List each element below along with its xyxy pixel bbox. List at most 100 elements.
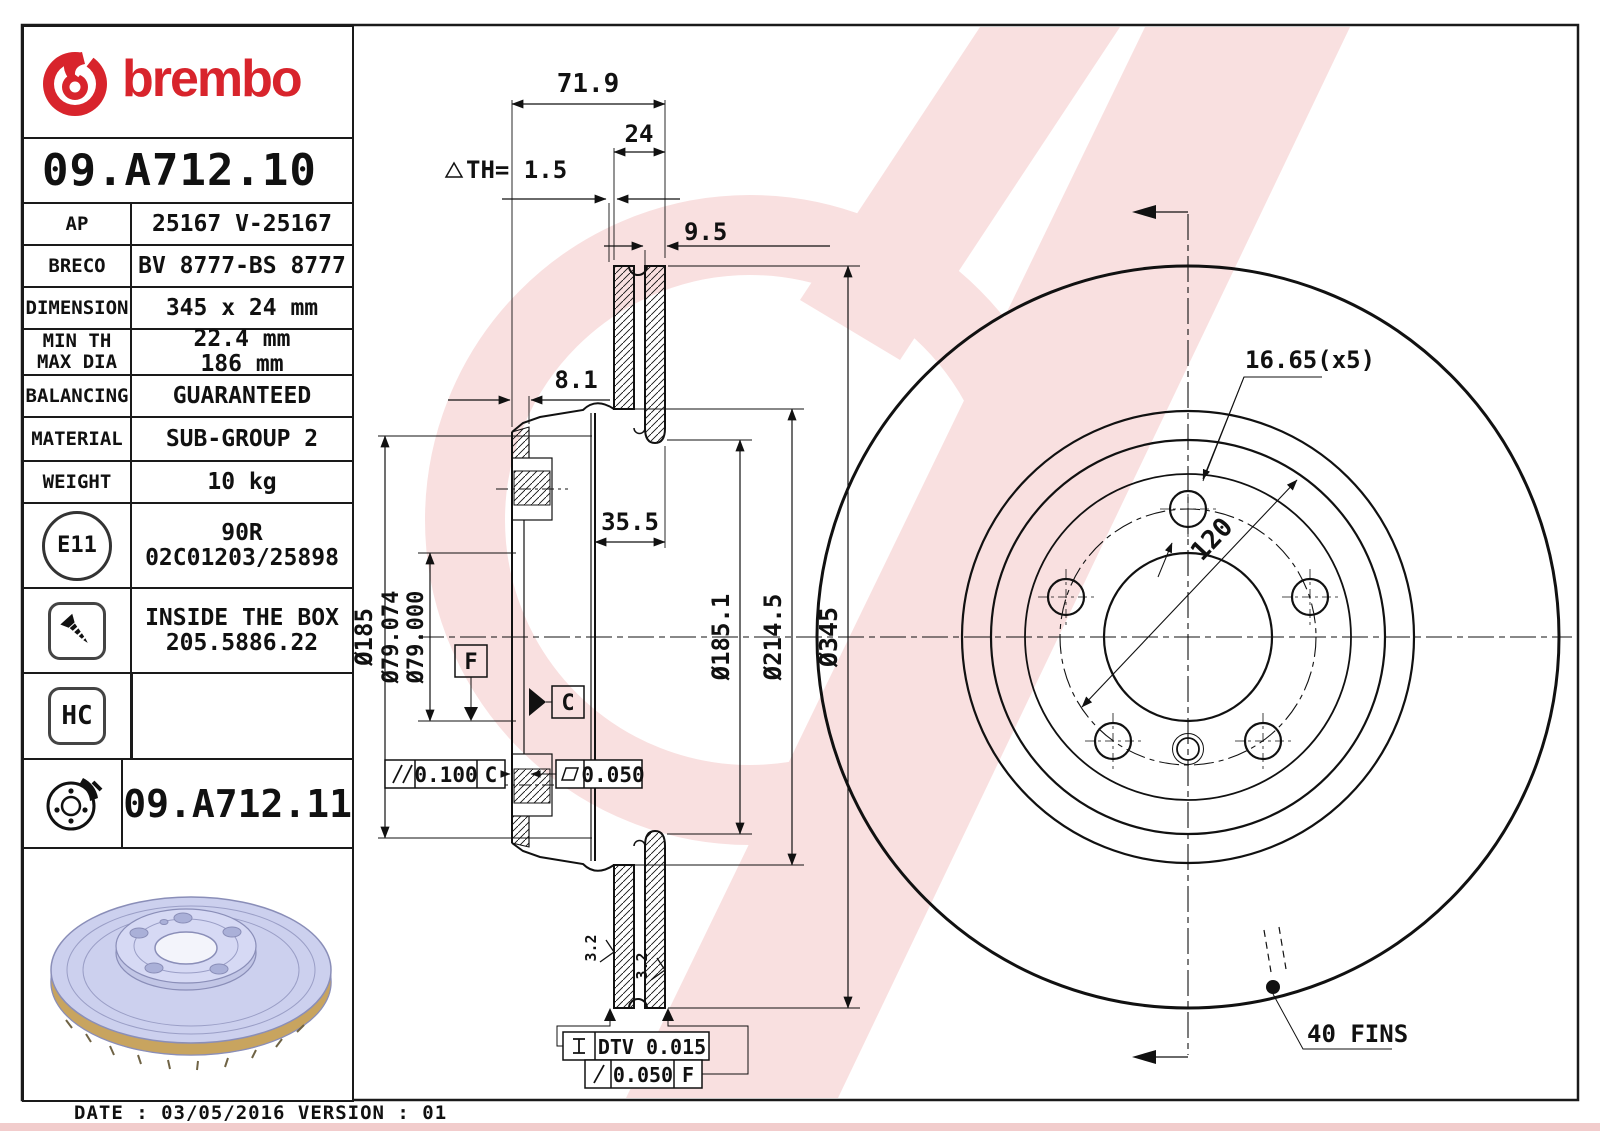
e11-badge-icon: E11	[42, 510, 112, 581]
band-top-od-notch	[628, 265, 648, 276]
bolt-circle-dim	[1081, 479, 1298, 708]
disc-caliper-icon	[46, 777, 103, 830]
label-band-offset: 35.5	[601, 508, 659, 536]
brembo-watermark	[425, 27, 1350, 1098]
dim-band-offset	[594, 446, 666, 548]
inside-box-line1: INSIDE THE BOX	[145, 604, 339, 631]
dim-plate-thickness	[604, 241, 830, 268]
row-label: MAX DIA	[36, 351, 118, 373]
band-top-right-plate	[644, 265, 666, 445]
brand-wordmark: brembo	[122, 50, 303, 108]
dim-band-thickness	[613, 147, 666, 260]
label-bore-upper: Ø79.074	[379, 591, 404, 685]
row-value: 25167 V-25167	[151, 210, 332, 237]
row-label: BALANCING	[24, 376, 132, 416]
spec-table: brembo 09.A712.10 AP 25167 V-25167 BRECO…	[22, 25, 354, 1102]
label-bolt-holes: 16.65(x5)	[1245, 346, 1375, 374]
hc-badge-icon: HC	[48, 687, 106, 745]
table-row: DIMENSION 345 x 24 mm	[24, 286, 352, 328]
label-parallelism-datum: C	[485, 763, 498, 787]
label-bolt-circle: 120	[1185, 512, 1239, 567]
inside-box-line2: 205.5886.22	[165, 629, 319, 656]
cross-section-view	[378, 99, 1572, 1089]
label-vane-root: Ø214.5	[759, 594, 787, 682]
section-arrow-top	[1132, 205, 1188, 219]
datum-f-flag	[454, 644, 488, 721]
band-top-left-plate	[613, 265, 635, 410]
band-inner-circle	[989, 438, 1387, 836]
flatness-frame	[530, 759, 643, 789]
label-roughness-right: 3.2	[633, 952, 651, 979]
render-row	[24, 847, 352, 1100]
bolt-boss-top	[513, 470, 551, 506]
parallelism-frame	[384, 759, 511, 789]
label-flange-thickness: 8.1	[554, 366, 597, 394]
screw-icon	[48, 601, 106, 660]
label-runout: 0.050	[613, 1063, 673, 1087]
label-th: TH= 1.5	[466, 156, 567, 184]
row-label: AP	[24, 204, 132, 244]
hat-bottom-face	[511, 842, 615, 872]
flange-wedge-top	[511, 426, 530, 459]
label-parallelism: 0.100	[414, 763, 477, 787]
band-bottom-left-plate	[613, 864, 635, 1009]
dtv-runout-frames	[556, 1008, 749, 1089]
part-number: 09.A712.10	[42, 145, 317, 196]
roughness-symbols	[599, 939, 666, 981]
label-hat-diameter: Ø185	[350, 608, 378, 667]
label-datum-f: F	[464, 650, 477, 675]
label-band-thickness: 24	[625, 120, 654, 148]
row-value: 345 x 24 mm	[165, 294, 319, 321]
hat-step-circle	[1024, 473, 1352, 801]
hat-top-face	[511, 402, 615, 433]
table-row: WEIGHT 10 kg	[24, 460, 352, 502]
label-bore-lower: Ø79.000	[404, 591, 429, 685]
brembo-logo-icon	[43, 45, 107, 116]
row-value: 186 mm	[200, 351, 284, 377]
band-bottom-od-notch	[628, 998, 648, 1009]
part-number-row: 09.A712.10	[24, 137, 352, 202]
row-label: DIMENSION	[24, 288, 132, 328]
table-row: MIN TH MAX DIA 22.4 mm 186 mm	[24, 326, 352, 377]
band-bottom-right-plate	[644, 829, 666, 1009]
dim-outer-diameter	[668, 265, 860, 1009]
dim-width-total	[511, 99, 666, 427]
label-flatness: 0.050	[581, 763, 644, 787]
label-band-inner: Ø185.1	[707, 594, 735, 682]
row-value: SUB-GROUP 2	[165, 425, 319, 452]
homologation-line1: 90R	[221, 519, 263, 546]
vane-root-circle	[960, 409, 1416, 865]
coated-variant-number: 09.A712.11	[123, 781, 352, 826]
dim-th	[444, 161, 680, 262]
dim-vane-root	[618, 408, 804, 866]
fins-callout	[1263, 926, 1392, 1050]
cell-divider	[131, 674, 133, 758]
inside-box-row: INSIDE THE BOX 205.5886.22	[24, 587, 352, 672]
label-plate-thickness: 9.5	[684, 218, 727, 246]
homologation-line2: 02C01203/25898	[145, 544, 339, 571]
dim-band-inner	[667, 439, 752, 835]
label-fins: 40 FINS	[1307, 1020, 1408, 1048]
row-value: 10 kg	[207, 468, 277, 495]
front-view	[815, 205, 1561, 1064]
datum-c-flag	[529, 685, 585, 719]
table-row: AP 25167 V-25167	[24, 202, 352, 244]
section-arrow-bottom	[1132, 1050, 1188, 1064]
locating-hole	[1176, 737, 1200, 761]
label-width-total: 71.9	[557, 69, 620, 99]
dim-bore	[418, 552, 516, 722]
homologation-row: E11 90R 02C01203/25898	[24, 502, 352, 587]
label-roughness-left: 3.2	[582, 934, 600, 961]
row-value: BV 8777-BS 8777	[138, 252, 346, 279]
bolt-hole-leader	[1157, 376, 1322, 578]
dim-flange-thickness	[448, 395, 610, 424]
band-top-vent-end	[633, 427, 646, 435]
coating-row: HC	[24, 672, 352, 758]
table-row: BALANCING GUARANTEED	[24, 374, 352, 416]
row-label: WEIGHT	[24, 462, 132, 502]
row-value: 22.4 mm	[193, 326, 291, 352]
row-label: MIN TH	[42, 330, 112, 352]
band-bottom-vent-end	[633, 839, 646, 847]
